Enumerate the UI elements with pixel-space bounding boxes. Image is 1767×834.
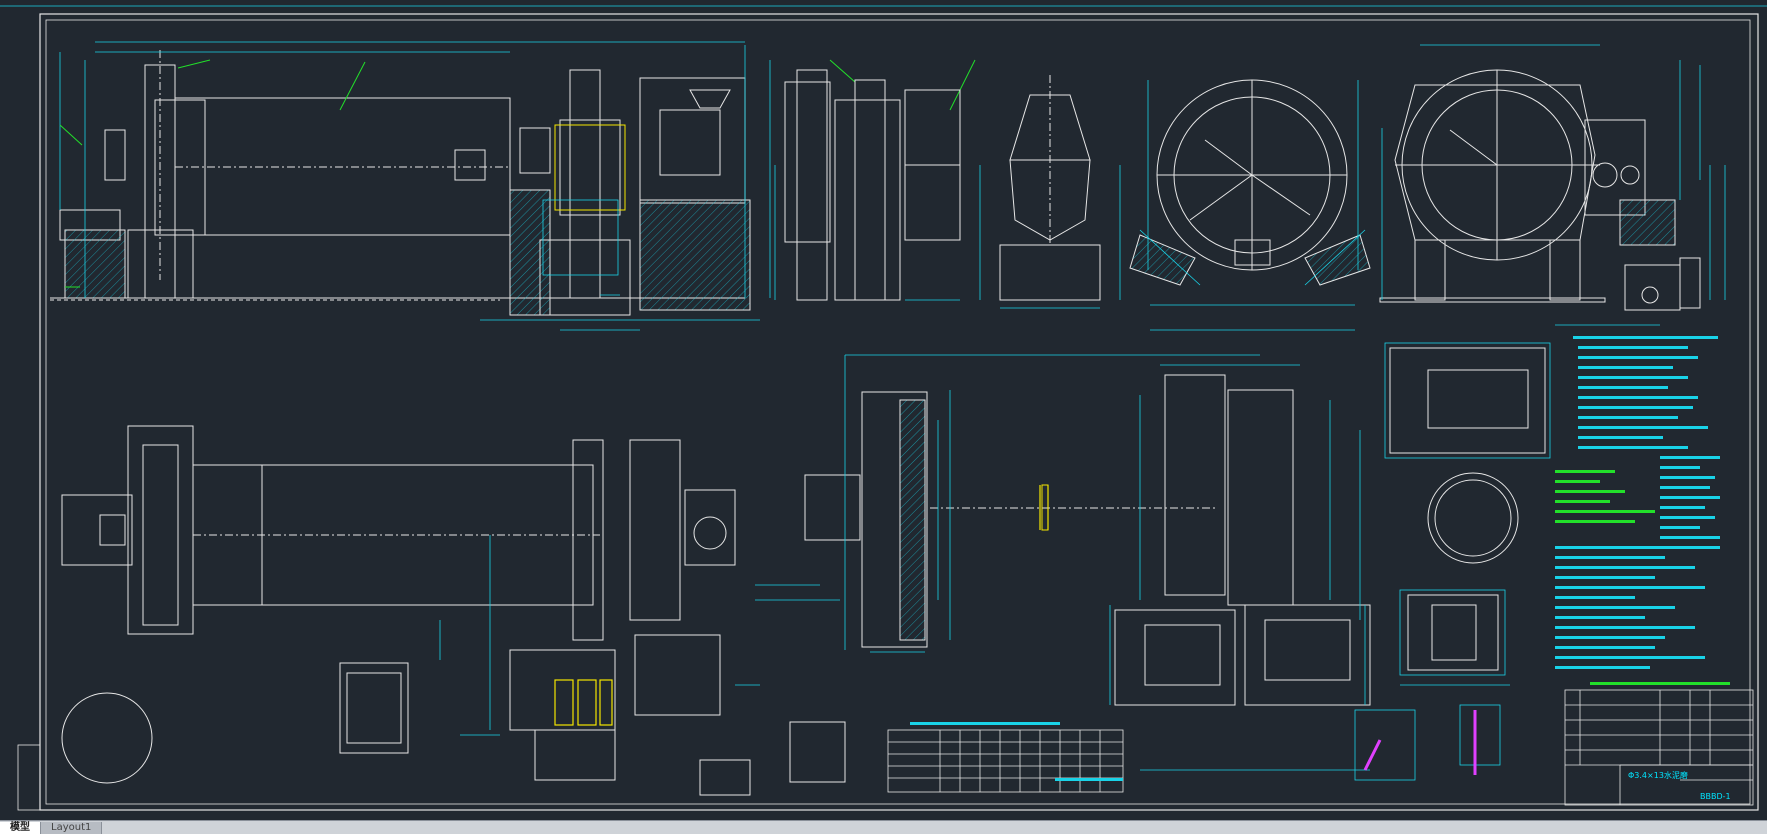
inner-frame [45,19,1751,805]
title-block [1564,689,1754,806]
bearing-highlight [554,485,1049,726]
mill-plan [61,425,751,796]
drawing-title: Φ3.4×13水泥磨 [1628,771,1688,780]
ring-section-1 [1129,79,1371,286]
outer-frame [39,13,1759,811]
drawing-number: BBBD-1 [1700,792,1731,801]
foundation-plan-2 [1114,374,1371,706]
spec-notes-green [1555,470,1730,685]
foundation-plan-1 [804,391,1215,648]
detail-views [61,347,1546,784]
mill-dimensions [59,41,771,331]
ring-section-2 [1379,69,1701,311]
tab-layout1[interactable]: Layout1 [41,822,103,834]
magenta-detail [1363,739,1382,771]
separator-elevation [784,69,1101,301]
layout-tab-bar: 模型 Layout1 [0,820,1767,834]
spec-text [1555,336,1720,669]
parameter-table [887,729,1124,793]
mill-elevation [50,50,751,316]
tab-model[interactable]: 模型 [0,822,41,834]
